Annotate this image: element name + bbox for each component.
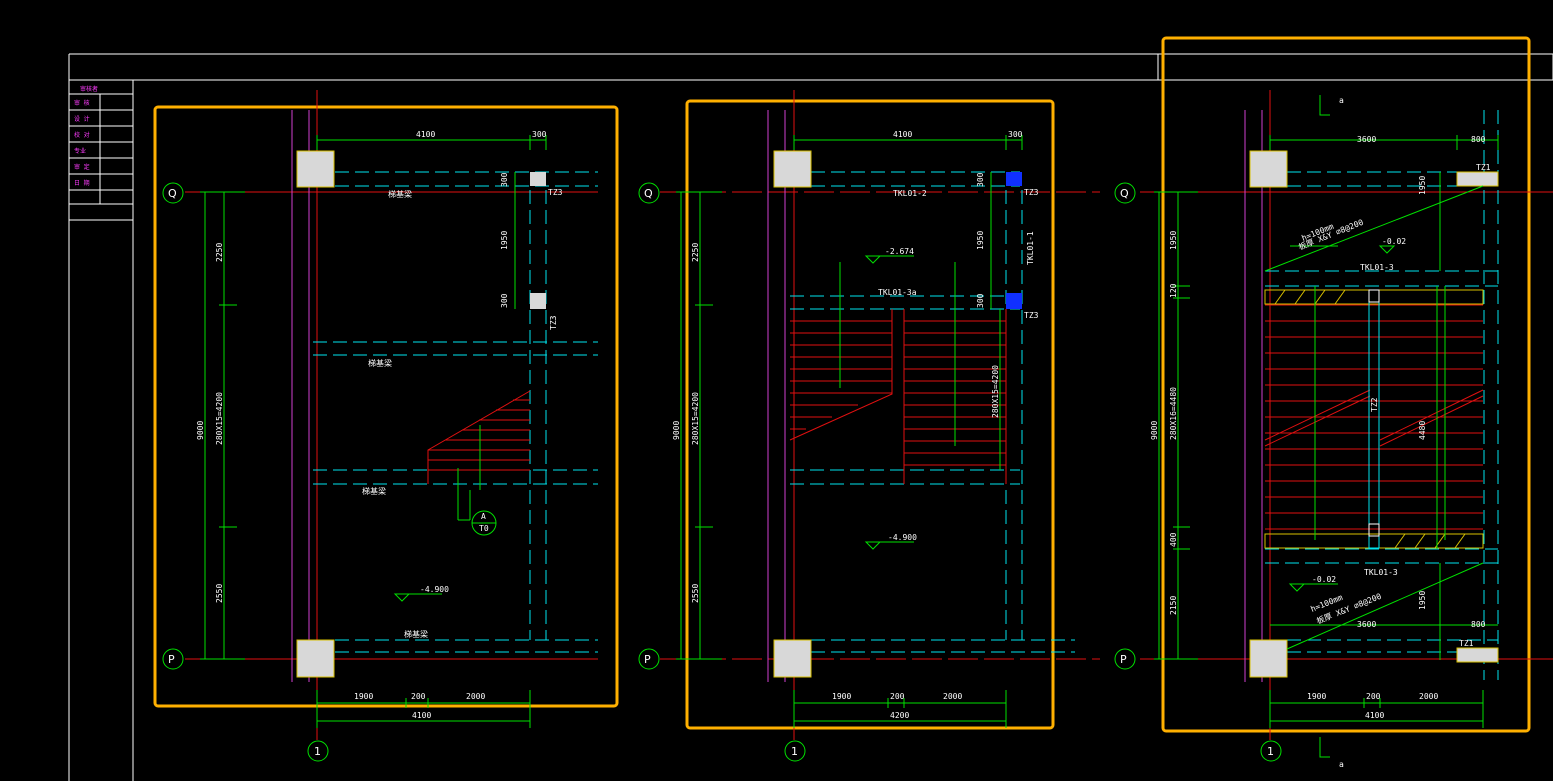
dim-bot-r2: 800 xyxy=(1471,620,1486,629)
rvdim: 1950 xyxy=(976,231,985,250)
dim-bottom: 200 xyxy=(411,692,426,701)
selection-frame xyxy=(153,105,619,708)
vdim: 1950 xyxy=(1169,231,1178,250)
vdim-total: 9000 xyxy=(1150,421,1159,440)
dim-bottom: 1900 xyxy=(354,692,373,701)
level-mark: -0.02 xyxy=(1382,237,1406,246)
tb-label: 设 计 xyxy=(74,115,90,123)
rvdim: 1950 xyxy=(500,231,509,250)
dim-bottom: 1900 xyxy=(832,692,851,701)
dim-bottom: 2000 xyxy=(1419,692,1438,701)
section-sheet: T0 xyxy=(479,524,489,533)
level-mark: -4.900 xyxy=(420,585,449,594)
vdim-total: 9000 xyxy=(672,421,681,440)
beam-label: TKL01-1 xyxy=(1026,231,1035,265)
beam-label: 梯基梁 xyxy=(404,629,428,639)
beam-label: 梯基梁 xyxy=(368,358,392,368)
col-tag: TZ3 xyxy=(1024,188,1039,197)
view-1[interactable]: A T0 Q P 1 4100 300 1900 200 2000 4100 2… xyxy=(153,90,619,762)
rvdim: 300 xyxy=(500,172,509,187)
rvdim: 4480 xyxy=(1418,421,1427,440)
axis-bubble-p: P xyxy=(1120,653,1127,666)
dim-top-r: 300 xyxy=(1008,130,1023,139)
dim-top-r: 800 xyxy=(1471,135,1486,144)
axis-bubble-p: P xyxy=(168,653,175,666)
vdim: 280X16=4480 xyxy=(1169,387,1178,440)
dim-bottom-total: 4100 xyxy=(1365,711,1384,720)
rvdim: 300 xyxy=(976,293,985,308)
col-tag: TZ3 xyxy=(548,188,563,197)
dim-top-r: 300 xyxy=(532,130,547,139)
tb-label: 专业 xyxy=(74,147,86,155)
mid-col-tag: TZ2 xyxy=(1370,397,1379,412)
col-tag: TZ1 xyxy=(1459,639,1474,648)
tb-label: 审 定 xyxy=(74,163,90,171)
axis-bubble-q: Q xyxy=(168,187,177,200)
title-block: 审核者 审 核 设 计 校 对 专业 审 定 日 期 xyxy=(68,79,134,221)
vdim-total: 9000 xyxy=(196,421,205,440)
vdim: 280X15=4200 xyxy=(215,392,224,445)
dim-bottom: 200 xyxy=(890,692,905,701)
dim-bottom-total: 4200 xyxy=(890,711,909,720)
vdim: 2550 xyxy=(691,584,700,603)
beam-label: TKL01-3 xyxy=(1364,568,1398,577)
col-tag: TZ3 xyxy=(1024,311,1039,320)
vdim: 120 xyxy=(1169,283,1178,298)
dim-top: 3600 xyxy=(1357,135,1376,144)
vdim: 2150 xyxy=(1169,596,1178,615)
beam-label: 梯基梁 xyxy=(388,189,412,199)
section-cut-mark: a xyxy=(1339,760,1344,769)
dim-bottom: 2000 xyxy=(466,692,485,701)
axis-bubble-1: 1 xyxy=(314,745,321,758)
rvdim: 1950 xyxy=(1418,176,1427,195)
dim-bot-r: 3600 xyxy=(1357,620,1376,629)
level-mark: -0.02 xyxy=(1312,575,1336,584)
level-mark: -2.674 xyxy=(885,247,914,256)
tb-label: 审核者 xyxy=(80,85,98,93)
beam-label: TKL01-3a xyxy=(878,288,917,297)
axis-bubble-q: Q xyxy=(1120,187,1129,200)
beam-label: 梯基梁 xyxy=(362,486,386,496)
level-mark: -4.900 xyxy=(888,533,917,542)
dim-bottom-total: 4100 xyxy=(412,711,431,720)
col-tag: TZ1 xyxy=(1476,163,1491,172)
vdim: 400 xyxy=(1169,532,1178,547)
tb-label: 日 期 xyxy=(74,179,90,187)
col-tag: TZ3 xyxy=(549,315,558,330)
beam-label: TKL01-2 xyxy=(893,189,927,198)
vdim: 2550 xyxy=(215,584,224,603)
dim-top: 4100 xyxy=(893,130,912,139)
dim-bottom: 1900 xyxy=(1307,692,1326,701)
rvdim: 1950 xyxy=(1418,591,1427,610)
view-2[interactable]: Q P 1 4100 300 1900 200 2000 4200 2250 2… xyxy=(638,90,1100,762)
tb-label: 审 核 xyxy=(74,99,90,107)
dim-top: 4100 xyxy=(416,130,435,139)
dim-bottom: 200 xyxy=(1366,692,1381,701)
rvdim: 300 xyxy=(976,172,985,187)
vdim: 2250 xyxy=(215,243,224,262)
axis-bubble-1: 1 xyxy=(791,745,798,758)
vdim: 280X15=4200 xyxy=(691,392,700,445)
vdim: 2250 xyxy=(691,243,700,262)
beam-label: TKL01-3 xyxy=(1360,263,1394,272)
dim-bottom: 2000 xyxy=(943,692,962,701)
view-3[interactable]: Q P 1 a a 3600 800 3600 800 1900 200 200… xyxy=(1114,36,1553,769)
tb-label: 校 对 xyxy=(74,131,90,139)
rvdim: 300 xyxy=(500,293,509,308)
axis-bubble-q: Q xyxy=(644,187,653,200)
section-mark: A xyxy=(481,512,486,521)
section-cut-mark: a xyxy=(1339,96,1344,105)
axis-bubble-1: 1 xyxy=(1267,745,1274,758)
axis-bubble-p: P xyxy=(644,653,651,666)
selection-frame xyxy=(685,99,1055,730)
run-label: 280X15=4200 xyxy=(991,365,1000,418)
selection-frame xyxy=(1161,36,1531,733)
